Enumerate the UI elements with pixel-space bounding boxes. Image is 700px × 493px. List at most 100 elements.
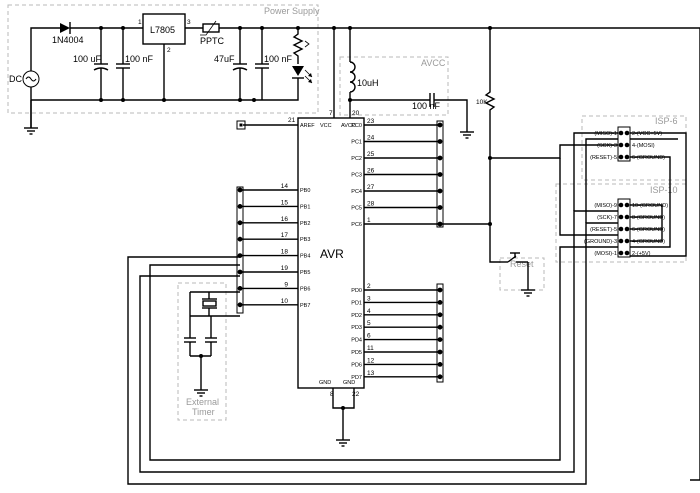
- ground-symbol-dc: [24, 127, 38, 135]
- reset-button-symbol: [500, 252, 529, 290]
- reset-resistor: [484, 28, 496, 158]
- avr-label: AVR: [320, 247, 344, 261]
- wire-reset-isp10: [559, 158, 618, 236]
- header-pin-pb4: [237, 253, 243, 258]
- isp6-label-right-0: 2-(VCC+5V): [632, 131, 662, 137]
- inductor-label: 10uH: [357, 78, 379, 88]
- isp10-label-right-4: 2-(+5V): [632, 251, 651, 257]
- pin-num-pc1: 24: [367, 135, 375, 142]
- pin-label-pc6: PC6: [351, 222, 362, 228]
- header-pin-pb3: [237, 236, 243, 242]
- isp6-label-right-1: 4-(MOSI): [632, 143, 655, 149]
- isp10-label-right-1: 8-(GROUND): [632, 215, 665, 221]
- pin-label-pc4: PC4: [351, 189, 362, 195]
- isp10-pin-right-3: [624, 238, 630, 244]
- isp6-label-left-1: (SCK)-3: [597, 143, 617, 149]
- wire-reset-isp6: [490, 144, 618, 159]
- external-timer-group: [177, 282, 227, 421]
- wire-led-ground: [254, 86, 299, 101]
- power-supply-group: [7, 4, 319, 114]
- pin-num-pb1: 15: [281, 199, 289, 206]
- gnd2-pin-num: 22: [352, 391, 360, 398]
- pin-num-pb6: 9: [284, 281, 288, 288]
- pin-label-pb3: PB3: [300, 237, 310, 243]
- ground-symbol-mcu: [336, 439, 350, 447]
- wire-vcc-right: [690, 28, 700, 481]
- pin-num-pd4: 6: [367, 333, 371, 340]
- header-pin-pd0: [437, 287, 443, 293]
- isp6-pin-right-0: [624, 130, 630, 136]
- isp10-label-left-2: (RESET)-5: [590, 227, 617, 233]
- capacitor-c3: [232, 28, 248, 100]
- pin-num-pd1: 3: [367, 295, 371, 302]
- isp10-header: [617, 198, 631, 258]
- regulator-pin-out: 3: [187, 19, 191, 26]
- pin-num-pb7: 10: [281, 298, 289, 305]
- pin-num-pb3: 17: [281, 232, 289, 239]
- isp10-pin-left-1: [618, 214, 624, 220]
- pptc-label: PPTC: [200, 36, 225, 46]
- header-pin-pb7: [237, 302, 243, 308]
- wire-sck-isp6: [585, 138, 618, 223]
- header-pin-pc5: [437, 205, 443, 210]
- c-avcc-label: 100 nF: [412, 101, 441, 111]
- header-pin-pb6: [237, 286, 243, 291]
- pin-label-pb2: PB2: [300, 221, 310, 227]
- header-pin-pc1: [437, 139, 443, 144]
- capacitor-xtal-2: [205, 316, 217, 356]
- pin-num-pd3: 5: [367, 320, 371, 327]
- avcc-pin-num: 20: [352, 110, 360, 117]
- wire-miso-isp6: [573, 132, 618, 211]
- isp6-pin-right-2: [624, 154, 630, 160]
- gnd1-pin-num: 8: [330, 391, 334, 398]
- isp6-label-left-0: (MISO)-1: [594, 131, 617, 137]
- pin-label-pc0: PC0: [351, 123, 362, 129]
- diode-symbol: [60, 22, 71, 34]
- wire-isp-vcc: [630, 132, 687, 257]
- wire-mosi-bus: [149, 246, 618, 461]
- header-pin-pb0: [237, 187, 243, 193]
- c3-label: 47uF: [214, 54, 235, 64]
- dc-source: [22, 70, 40, 88]
- pin-label-pd1: PD1: [351, 300, 362, 306]
- header-pin-pc4: [437, 188, 443, 194]
- pin-num-pd2: 4: [367, 308, 371, 315]
- capacitor-c4: [255, 28, 269, 100]
- inductor-10uh: [349, 61, 356, 118]
- header-pin-pc6: [437, 221, 443, 227]
- header-pin-pd5: [437, 349, 443, 355]
- header-pin-pb2: [237, 220, 243, 226]
- pin-num-pb4: 18: [281, 249, 289, 256]
- pin-label-pb6: PB6: [300, 286, 310, 292]
- isp6-pin-right-1: [624, 142, 630, 148]
- pin-num-pc3: 26: [367, 168, 375, 175]
- wire-sck-bus: [127, 222, 618, 485]
- isp10-pin-left-2: [618, 226, 624, 232]
- ground-symbol-xtal: [194, 389, 208, 397]
- pin-label-pb0: PB0: [300, 188, 310, 194]
- header-pin-pb1: [237, 204, 243, 209]
- led-symbol: [292, 66, 313, 86]
- pptc-fuse: [200, 20, 220, 36]
- isp10-pin-left-0: [618, 202, 624, 208]
- isp6-pins: (MISO)-1(SCK)-3(RESET)-52-(VCC+5V)4-(MOS…: [590, 130, 665, 161]
- pin-label-pc5: PC5: [351, 206, 362, 212]
- isp10-pin-right-4: [624, 250, 630, 256]
- crystal-symbol: [202, 292, 217, 316]
- pin-num-pb0: 14: [281, 183, 289, 190]
- dc-source-label: DC: [9, 74, 22, 84]
- external-timer-label-1: External: [186, 397, 219, 407]
- wire-isp10-grounds: [630, 204, 663, 242]
- pin-label-pb5: PB5: [300, 270, 310, 276]
- isp10-label-right-0: 10-(GROUND): [632, 203, 668, 209]
- isp10-pin-right-2: [624, 226, 630, 232]
- pin-num-pd5: 11: [367, 345, 374, 352]
- isp10-group: [555, 183, 687, 263]
- pin-label-pb1: PB1: [300, 204, 310, 210]
- header-pin-pd1: [437, 300, 443, 305]
- isp6-header: [617, 126, 631, 162]
- regulator-label: L7805: [150, 25, 175, 35]
- pin-label-pd6: PD6: [351, 362, 362, 368]
